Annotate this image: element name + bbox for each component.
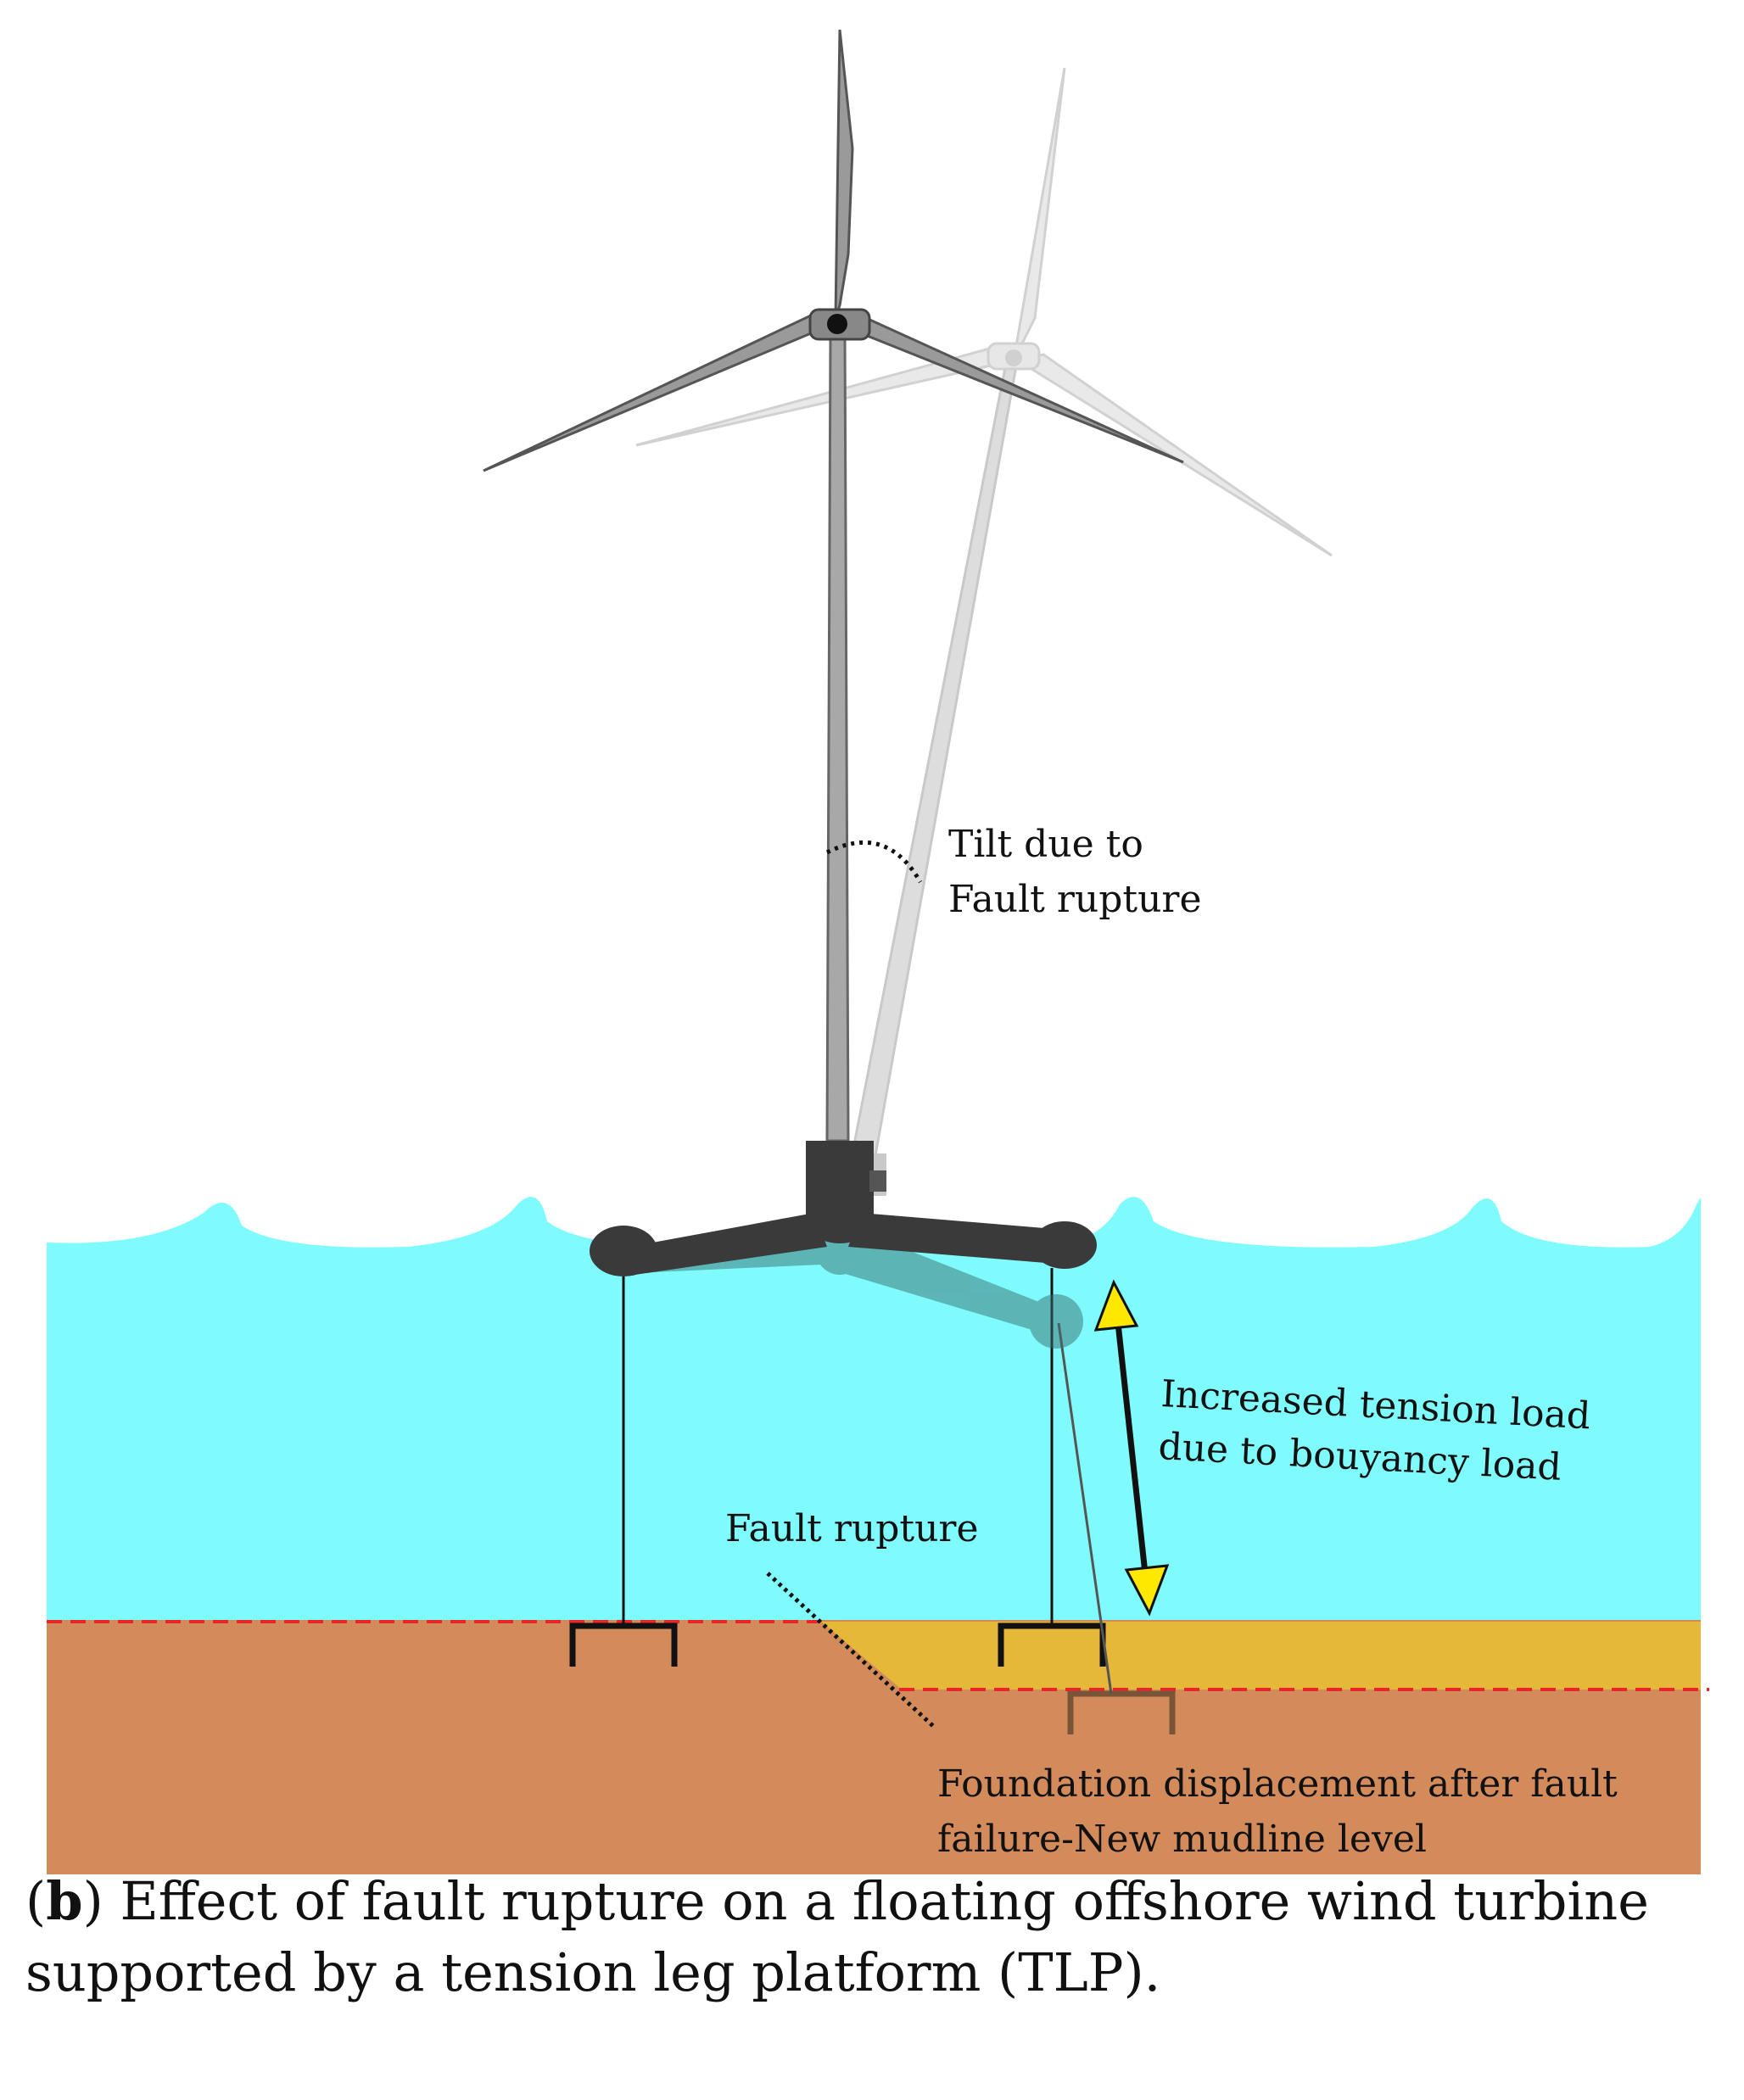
turbine-tower (825, 333, 850, 1142)
tilt-label-line1: Tilt due to (948, 823, 1143, 866)
blade-up (834, 29, 854, 319)
tlp-platform (590, 1141, 1097, 1276)
sea-water (47, 1197, 1701, 1624)
center-column (806, 1196, 874, 1243)
tilt-label-line2: Fault rupture (948, 878, 1201, 921)
tilted-turbine-ghost (635, 67, 1333, 1196)
caption-panel-letter: b (46, 1870, 83, 1932)
figure-caption: (b) Effect of fault rupture on a floatin… (25, 1870, 1649, 2003)
tilt-arc (825, 840, 923, 884)
stretched-tension-leg (1057, 1322, 1113, 1695)
right-pontoon (1032, 1221, 1097, 1269)
fault-label: Fault rupture (725, 1507, 978, 1550)
left-pontoon (590, 1226, 657, 1276)
blade-left (483, 312, 830, 472)
displaced-anchor-foundation (1067, 1690, 1176, 1734)
displaced-soil-layer (819, 1622, 1701, 1689)
tension-arrow (1093, 1279, 1170, 1617)
foundation-label-line2: failure-New mudline level (937, 1818, 1427, 1861)
turbine-rotor (483, 29, 1184, 472)
caption-text: ) Effect of fault rupture on a floating … (25, 1870, 1649, 2003)
foundation-label-line1: Foundation displacement after fault (937, 1762, 1618, 1806)
hub (827, 314, 847, 334)
